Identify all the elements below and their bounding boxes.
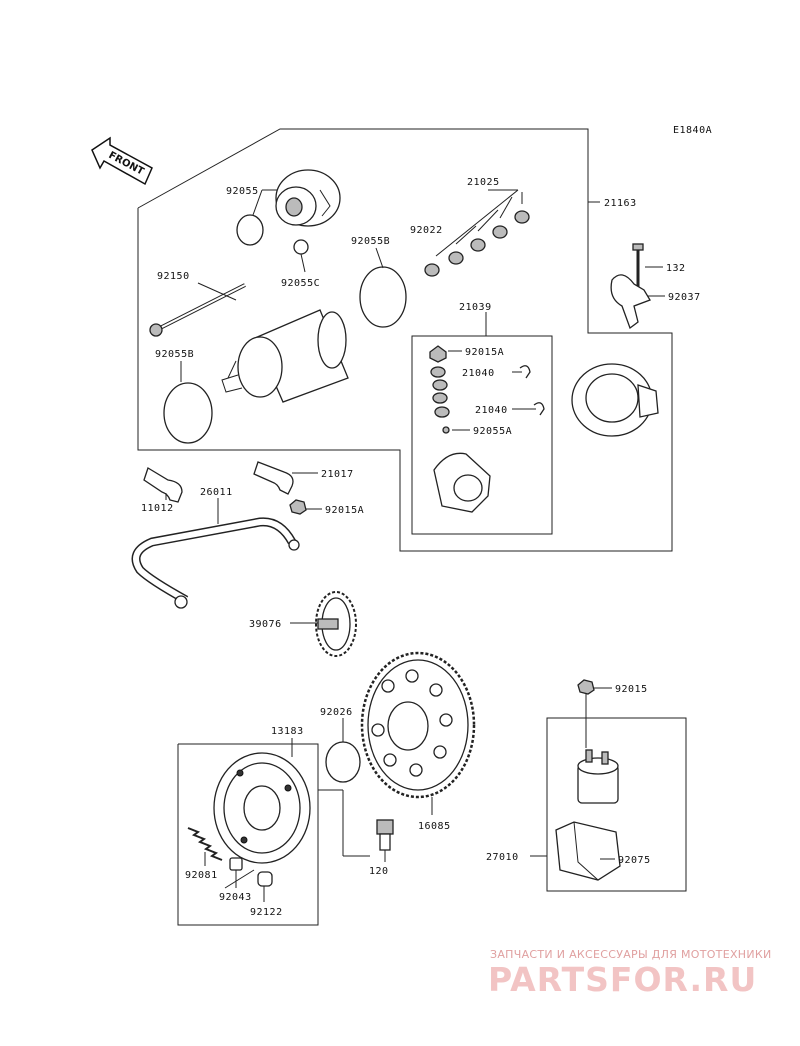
label-92055: 92055: [226, 186, 259, 197]
roller-92043: [229, 857, 243, 871]
o-ring-92055c: [293, 239, 309, 255]
starter-clutch-13183: [213, 752, 311, 864]
o-ring-92055b-top: [359, 266, 407, 328]
label-21025: 21025: [467, 177, 500, 188]
starter-motor: [221, 309, 349, 403]
label-13183: 13183: [271, 726, 304, 737]
label-92022: 92022: [410, 225, 443, 236]
label-21039: 21039: [459, 302, 492, 313]
leader-lines: [165, 189, 665, 902]
starter-gear-16085: [360, 651, 476, 799]
label-16085: 16085: [418, 821, 451, 832]
starter-relay-27010: [577, 749, 619, 804]
label-27010: 27010: [486, 852, 519, 863]
relay-cover-92075: [555, 821, 621, 881]
o-ring-92055: [236, 214, 264, 246]
starter-cable-26011: [131, 517, 300, 609]
o-ring-92055b-left: [163, 382, 213, 444]
nut-92015: [577, 679, 595, 695]
idle-gear-39076: [315, 591, 357, 657]
nut-92015a-bottom: [289, 499, 307, 515]
label-132: 132: [666, 263, 686, 274]
label-92122: 92122: [250, 907, 283, 918]
label-92037: 92037: [668, 292, 701, 303]
label-92081: 92081: [185, 870, 218, 881]
label-11012: 11012: [141, 503, 174, 514]
label-92015a-bottom: 92015A: [325, 505, 364, 516]
label-120: 120: [369, 866, 389, 877]
label-39076: 39076: [249, 619, 282, 630]
starter-end-cover: [275, 169, 341, 227]
label-92043: 92043: [219, 892, 252, 903]
spring-92081: [187, 827, 223, 861]
label-92055b-left: 92055B: [155, 349, 194, 360]
clamp-92037: [610, 274, 651, 330]
label-92055b-top: 92055B: [351, 236, 390, 247]
washer-92026: [325, 741, 361, 783]
starter-assembly-outline: [137, 128, 673, 552]
front-arrow-icon: FRONT: [91, 136, 153, 186]
relay-box: [546, 717, 687, 892]
bolt-120: [376, 819, 394, 851]
label-21017: 21017: [321, 469, 354, 480]
terminal-cap-21017: [253, 461, 294, 495]
label-92015: 92015: [615, 684, 648, 695]
label-21040-a: 21040: [462, 368, 495, 379]
label-26011: 26011: [200, 487, 233, 498]
bolt-132: [632, 243, 644, 288]
label-92055a: 92055A: [473, 426, 512, 437]
bolt-92150: [149, 283, 246, 337]
watermark-logo: PARTSFOR.RU: [488, 960, 758, 999]
cap-92122: [257, 871, 273, 887]
washer-set-21025: [424, 210, 530, 277]
brush-holder-box: [411, 335, 553, 535]
label-92150: 92150: [157, 271, 190, 282]
starter-front-cover: [571, 363, 659, 437]
label-92015a-top: 92015A: [465, 347, 504, 358]
watermark-subtitle: ЗАПЧАСТИ И АКСЕССУАРЫ ДЛЯ МОТОТЕХНИКИ: [490, 948, 772, 961]
terminal-cap-11012: [143, 467, 183, 503]
label-21163: 21163: [604, 198, 637, 209]
label-92026: 92026: [320, 707, 353, 718]
brush-holder-parts: [429, 345, 545, 513]
clutch-assembly-outline: [177, 743, 319, 926]
label-21040-b: 21040: [475, 405, 508, 416]
label-92055c: 92055C: [281, 278, 320, 289]
diagram-code: E1840A: [673, 125, 712, 136]
label-92075: 92075: [618, 855, 651, 866]
